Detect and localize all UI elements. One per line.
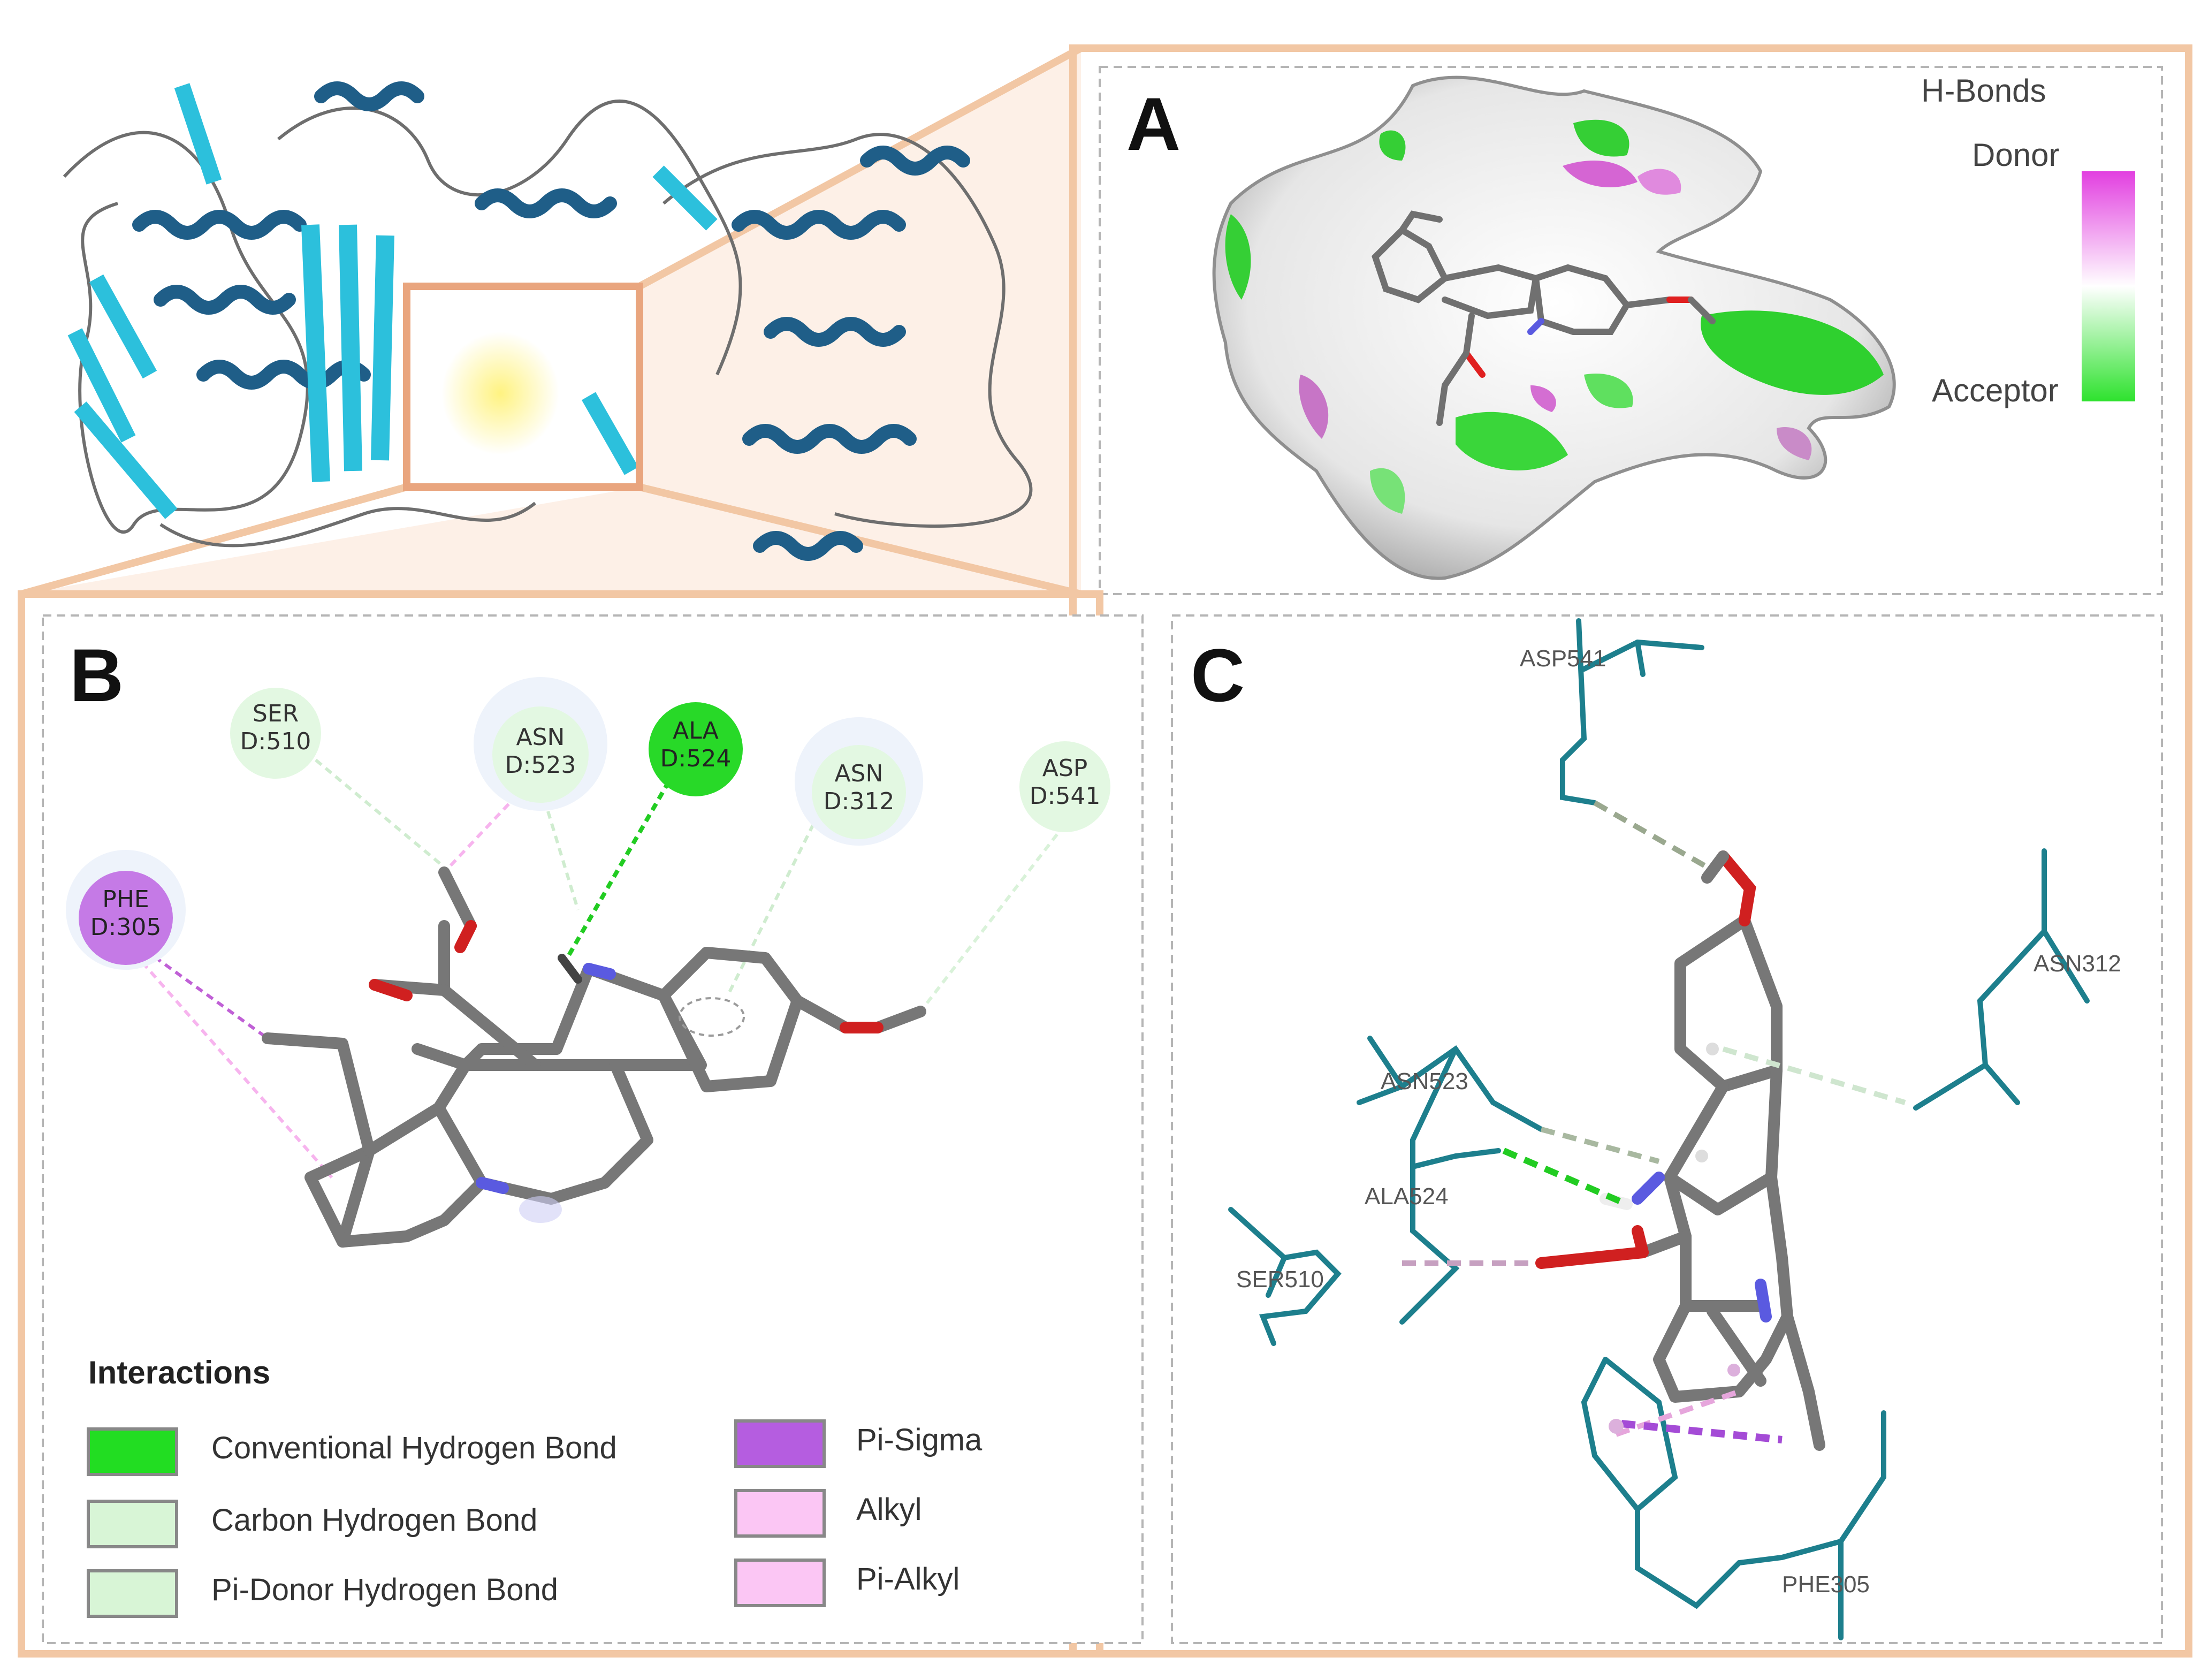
panel-a-ligand (1372, 210, 1716, 426)
residue-name-asn523: ASN (516, 724, 565, 751)
legend-item-label: Pi-Sigma (856, 1423, 983, 1457)
donor-label: Donor (1972, 137, 2059, 173)
residue-disc-asp541: ASP D:541 (1019, 741, 1110, 832)
legend-title: Interactions (88, 1355, 270, 1390)
hbond-legend-title: H-Bonds (1921, 73, 2046, 109)
binding-site-box (403, 283, 643, 491)
legend-item-alkyl: Alkyl (734, 1489, 921, 1538)
residue-name-phe305: PHE (102, 886, 149, 913)
label-phe305: PHE305 (1782, 1571, 1870, 1598)
residue-pos-phe305: D:305 (90, 914, 162, 941)
legend-item-pi-sigma: Pi-Sigma (734, 1419, 983, 1468)
residue-name-ser510: SER (253, 700, 299, 727)
panel-b-letter: B (70, 633, 124, 717)
residue-pos-asp541: D:541 (1030, 782, 1101, 810)
legend-item-label: Pi-Donor Hydrogen Bond (211, 1572, 558, 1607)
residue-disc-phe305: PHE D:305 (66, 850, 186, 970)
legend-item-label: Alkyl (856, 1492, 921, 1527)
residue-pos-asn312: D:312 (824, 788, 895, 815)
panel-c-frame (1171, 614, 2163, 1644)
interactions-legend: Interactions Conventional Hydrogen Bond … (87, 1355, 983, 1618)
panel-b: B (18, 590, 1144, 1658)
panel-a: A H-Bonds Donor Acceptor (1069, 44, 2192, 1658)
residue-disc-ser510: SER D:510 (230, 688, 321, 779)
panel-c: C (1171, 614, 2163, 1644)
label-ser510: SER510 (1236, 1266, 1324, 1293)
protein-overview (20, 44, 1083, 598)
residue-name-asn312: ASN (835, 760, 884, 787)
acceptor-label: Acceptor (1932, 373, 2059, 408)
residue-name-asp541: ASP (1042, 755, 1088, 782)
residue-disc-asn523: ASN D:523 (474, 677, 607, 811)
panel-b-residues: SER D:510 ASN D:523 ALA D:524 ASN D:312 (66, 677, 1110, 970)
legend-item-pi-donor-hbond: Pi-Donor Hydrogen Bond (87, 1569, 558, 1618)
legend-item-carbon-hbond: Carbon Hydrogen Bond (87, 1500, 537, 1548)
residue-pos-ser510: D:510 (240, 728, 311, 755)
legend-item-label: Carbon Hydrogen Bond (211, 1503, 537, 1538)
panel-c-residue-sticks (1228, 618, 2090, 1640)
legend-item-conventional-hbond: Conventional Hydrogen Bond (87, 1427, 617, 1476)
legend-item-label: Conventional Hydrogen Bond (211, 1431, 617, 1465)
panel-b-heteroatoms (369, 920, 884, 1194)
panel-c-letter: C (1191, 633, 1245, 717)
residue-pos-ala524: D:524 (660, 745, 732, 772)
residue-disc-asn312: ASN D:312 (795, 717, 923, 846)
label-asn312: ASN312 (2034, 951, 2121, 977)
legend-item-label: Pi-Alkyl (856, 1562, 959, 1597)
label-asn523: ASN523 (1381, 1068, 1468, 1094)
hbond-color-scale (2082, 171, 2135, 401)
residue-pos-asn523: D:523 (505, 751, 576, 779)
panel-c-ligand (1637, 915, 1825, 1451)
panel-c-residue-labels: ASP541 ASN312 ASN523 ALA524 SER510 PHE30… (1236, 645, 2121, 1598)
residue-name-ala524: ALA (673, 717, 719, 744)
label-asp541: ASP541 (1520, 645, 1606, 672)
panel-c-heteroatoms (1535, 850, 1772, 1322)
panel-b-frame (42, 614, 1144, 1644)
residue-disc-ala524: ALA D:524 (649, 702, 743, 796)
legend-item-pi-alkyl: Pi-Alkyl (734, 1559, 959, 1607)
label-ala524: ALA524 (1365, 1183, 1449, 1210)
panel-c-interaction-lines (1402, 800, 1906, 1443)
binding-pocket-highlight (441, 332, 559, 455)
zoom-trapezoid (21, 48, 1081, 594)
panel-a-letter: A (1126, 82, 1181, 166)
